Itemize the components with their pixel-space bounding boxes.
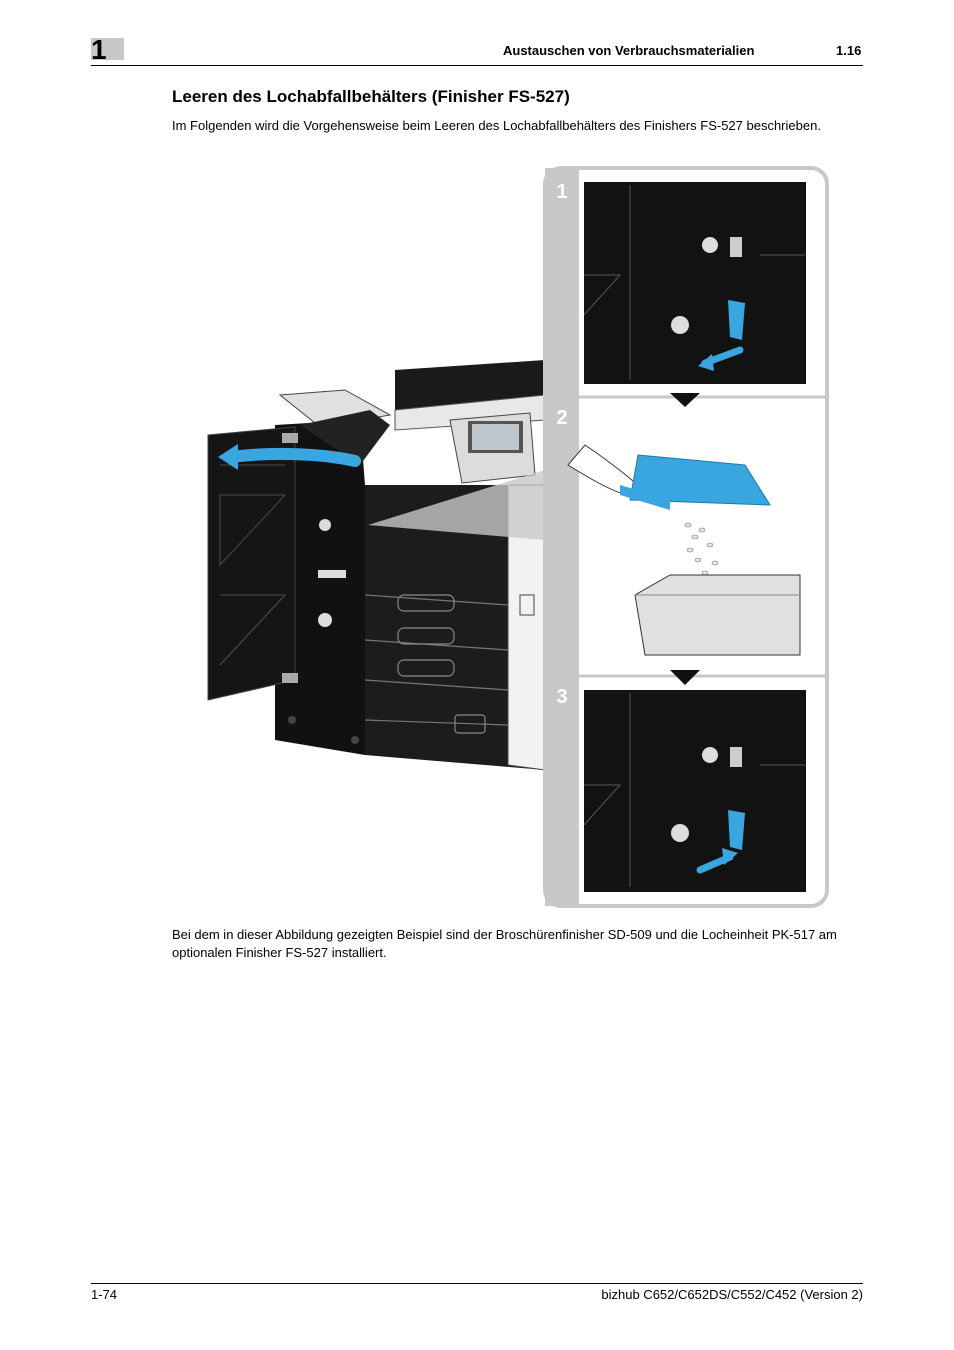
chapter-number: 1 [91,34,107,65]
step-badge-1: 1 [556,181,567,203]
page-number: 1-74 [91,1287,118,1302]
svg-text:2: 2 [556,407,567,429]
step-badge-3: 3 [556,686,567,708]
mfp-machine-illustration [207,360,546,771]
footer-divider [91,1283,863,1284]
chapter-marker [91,38,124,60]
svg-text:3: 3 [556,686,567,708]
step-1-illustration [583,182,806,384]
svg-text:1: 1 [556,181,567,203]
product-name: bizhub C652/C652DS/C552/C452 (Version 2) [601,1287,863,1302]
figure-caption: Bei dem in dieser Abbildung gezeigten Be… [172,927,837,960]
procedure-illustration: 1 2 3 [200,165,830,910]
step-badge-2: 2 [556,407,567,429]
intro-paragraph: Im Folgenden wird die Vorgehensweise bei… [172,118,821,133]
header-divider [91,65,863,66]
section-number: 1.16 [836,43,862,58]
chapter-title: Austauschen von Verbrauchsmaterialien [503,43,755,58]
step-3-illustration [583,690,806,892]
step-2-illustration [567,444,801,656]
section-title: Leeren des Lochabfallbehälters (Finisher… [172,87,570,106]
